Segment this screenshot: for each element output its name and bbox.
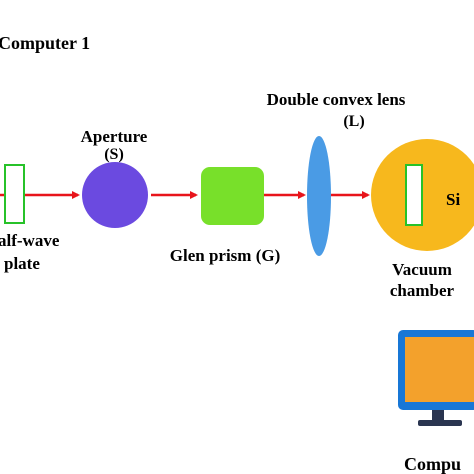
si-sample-label: Si <box>446 190 460 209</box>
aperture-label: Aperture <box>81 127 148 146</box>
half-wave-plate-label-line2: plate <box>4 254 40 273</box>
double-convex-lens <box>307 136 331 256</box>
lens-label: Double convex lens <box>267 90 406 109</box>
glen-prism <box>201 167 264 225</box>
half-wave-plate-label-line1: alf-wave <box>0 231 60 250</box>
computer-2-label: Compu <box>404 454 461 474</box>
aperture <box>82 162 148 228</box>
si-sample-holder <box>405 164 423 226</box>
vacuum-chamber-label-line1: Vacuum <box>392 260 452 279</box>
vacuum-chamber-label-line2: chamber <box>390 281 455 300</box>
monitor-neck <box>432 410 444 420</box>
monitor-screen <box>405 337 474 402</box>
computer-monitor-icon <box>398 330 474 426</box>
computer-1-label: Computer 1 <box>0 33 90 53</box>
lens-symbol: (L) <box>343 113 364 130</box>
aperture-symbol: (S) <box>104 146 124 163</box>
half-wave-plate <box>4 164 25 224</box>
monitor-base <box>418 420 462 426</box>
glen-prism-label: Glen prism (G) <box>170 246 281 265</box>
